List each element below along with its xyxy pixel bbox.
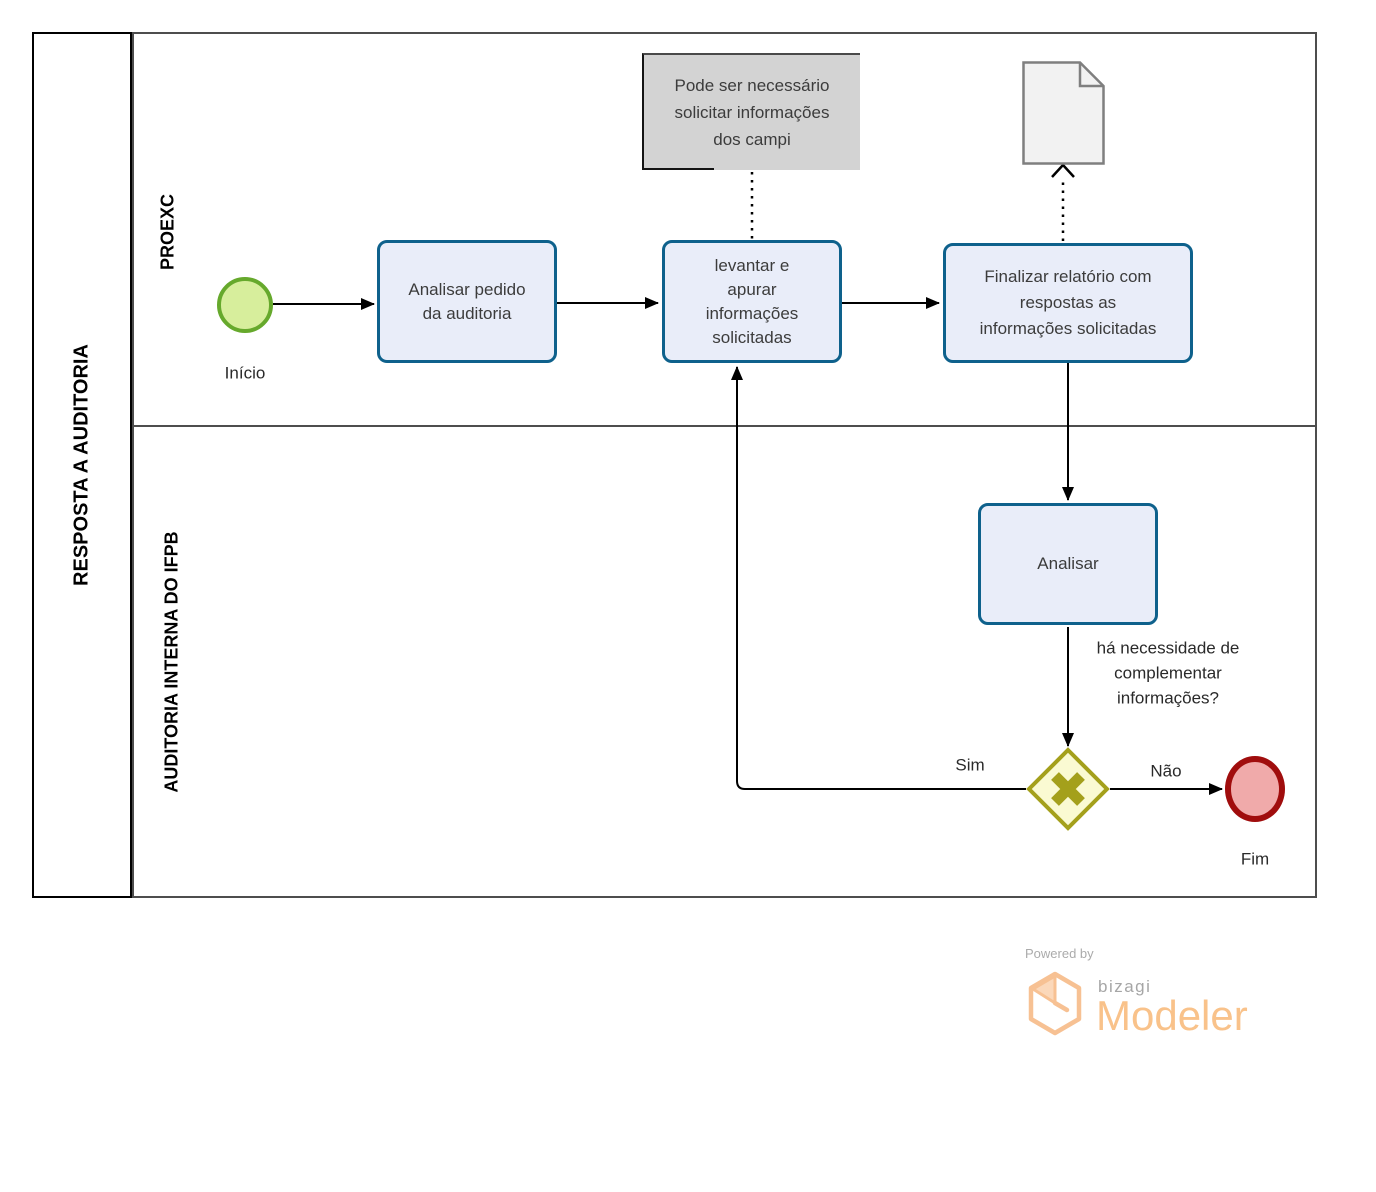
task-analisar-pedido: Analisar pedido da auditoria [377,240,557,363]
task-levantar-apurar: levantar e apurar informações solicitada… [662,240,842,363]
data-object-icon [1022,61,1105,165]
end-event [1225,756,1285,822]
pool-header: RESPOSTA A AUDITORIA [32,32,132,898]
end-event-label: Fim [1240,849,1270,869]
dataobject-open-arrowhead [1051,163,1075,178]
task-analisar: Analisar [978,503,1158,625]
powered-by-text: Powered by [1025,946,1094,961]
gateway-nao-label: Não [1150,761,1182,781]
flow-gateway-sim-to-levantar [731,366,1026,790]
text-annotation: Pode ser necessário solicitar informaçõe… [642,53,860,170]
exclusive-gateway [1026,747,1110,831]
start-event [217,277,273,333]
gateway-question-label: há necessidade de complementar informaçõ… [1096,638,1240,708]
modeler-product-text: Modeler [1096,992,1248,1039]
lane-divider [134,425,1315,427]
task-finalizar-relatorio: Finalizar relatório com respostas as inf… [943,243,1193,363]
bizagi-brand-text: bizagi [1098,977,1152,996]
bizagi-logo-icon [1028,971,1082,1036]
start-event-label: Início [224,363,266,383]
text-annotation-bracket [642,168,714,170]
gateway-sim-label: Sim [955,755,985,775]
gateway-x-icon [1051,772,1085,806]
pool-lanes-region: PROEXC AUDITORIA INTERNA DO IFPB [132,32,1317,898]
